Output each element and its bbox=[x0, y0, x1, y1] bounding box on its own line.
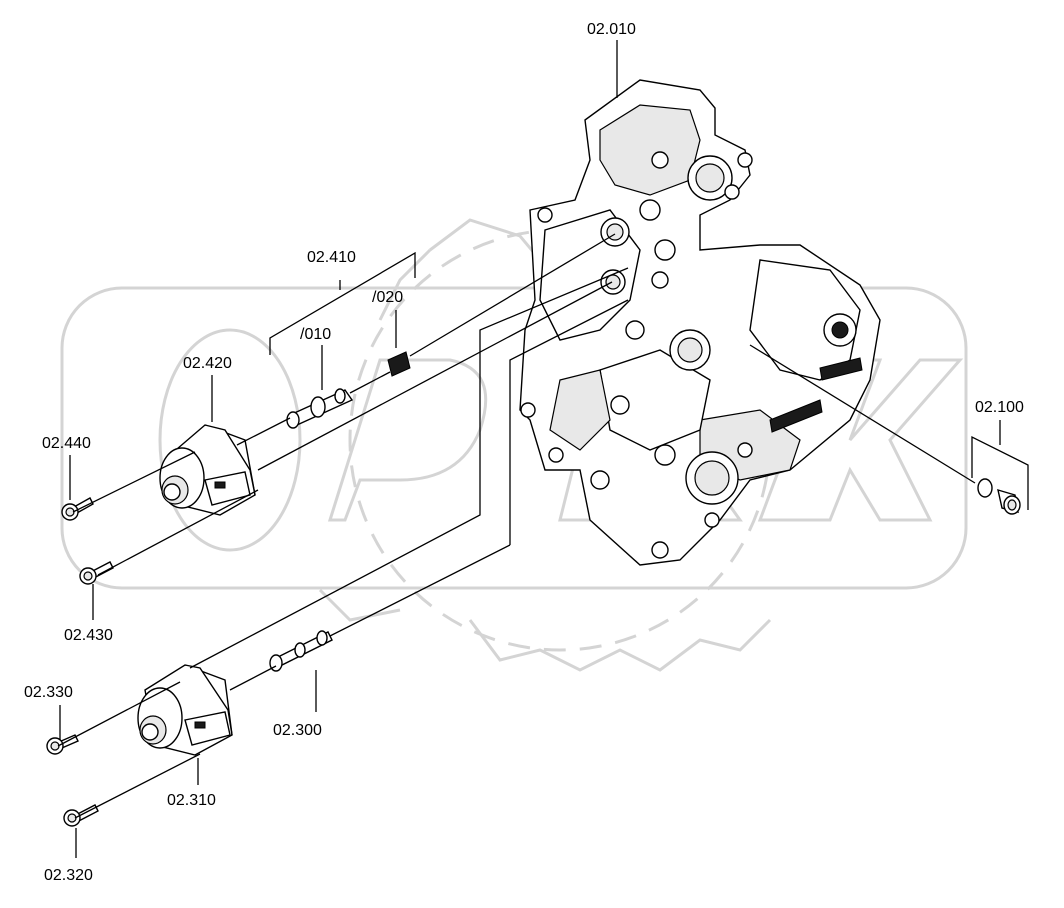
label-010: /010 bbox=[300, 326, 331, 343]
label-02-410: 02.410 bbox=[307, 249, 356, 266]
screw-430 bbox=[79, 561, 114, 585]
transmission-housing bbox=[519, 79, 881, 566]
label-02-330: 02.330 bbox=[24, 684, 73, 701]
label-020: /020 bbox=[372, 289, 403, 306]
valve-spool-010 bbox=[286, 388, 354, 429]
valve-spool-300 bbox=[269, 630, 333, 672]
screw-440 bbox=[61, 497, 94, 521]
label-02-320: 02.320 bbox=[44, 867, 93, 884]
plug-100 bbox=[977, 478, 1021, 515]
label-02-420: 02.420 bbox=[183, 355, 232, 372]
label-02-100: 02.100 bbox=[975, 399, 1024, 416]
label-02-010: 02.010 bbox=[587, 21, 636, 38]
label-02-430: 02.430 bbox=[64, 627, 113, 644]
label-02-300: 02.300 bbox=[273, 722, 322, 739]
spring-020 bbox=[387, 351, 411, 377]
label-02-440: 02.440 bbox=[42, 435, 91, 452]
solenoid-valve-upper bbox=[159, 424, 256, 516]
solenoid-valve-lower bbox=[137, 664, 233, 756]
label-02-310: 02.310 bbox=[167, 792, 216, 809]
callout-labels: 02.010 02.410 /020 /010 02.420 02.440 02… bbox=[24, 21, 1024, 884]
leader-lines bbox=[57, 40, 1029, 858]
